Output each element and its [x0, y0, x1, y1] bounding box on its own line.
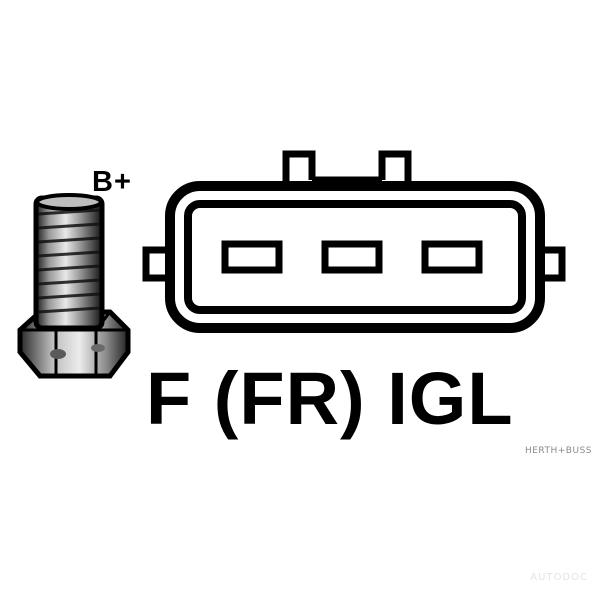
locking-tab-left: [282, 150, 316, 188]
pin-slot-fr: [321, 240, 383, 274]
connector-plug: [142, 150, 566, 333]
housing-outer: [165, 181, 545, 333]
pin-labels: F (FR) IGL: [146, 357, 514, 440]
housing-inner: [184, 200, 526, 314]
brand-watermark: HERTH+BUSS: [524, 446, 592, 456]
b-plus-label: B+: [92, 166, 132, 198]
pin-slot-f: [221, 240, 283, 274]
pin-slot-igl: [421, 240, 483, 274]
bolt-threads: [37, 208, 101, 314]
faint-watermark: AUTODOC: [530, 572, 588, 583]
locking-tab-right: [378, 150, 412, 188]
b-plus-terminal-bolt: [17, 193, 131, 379]
